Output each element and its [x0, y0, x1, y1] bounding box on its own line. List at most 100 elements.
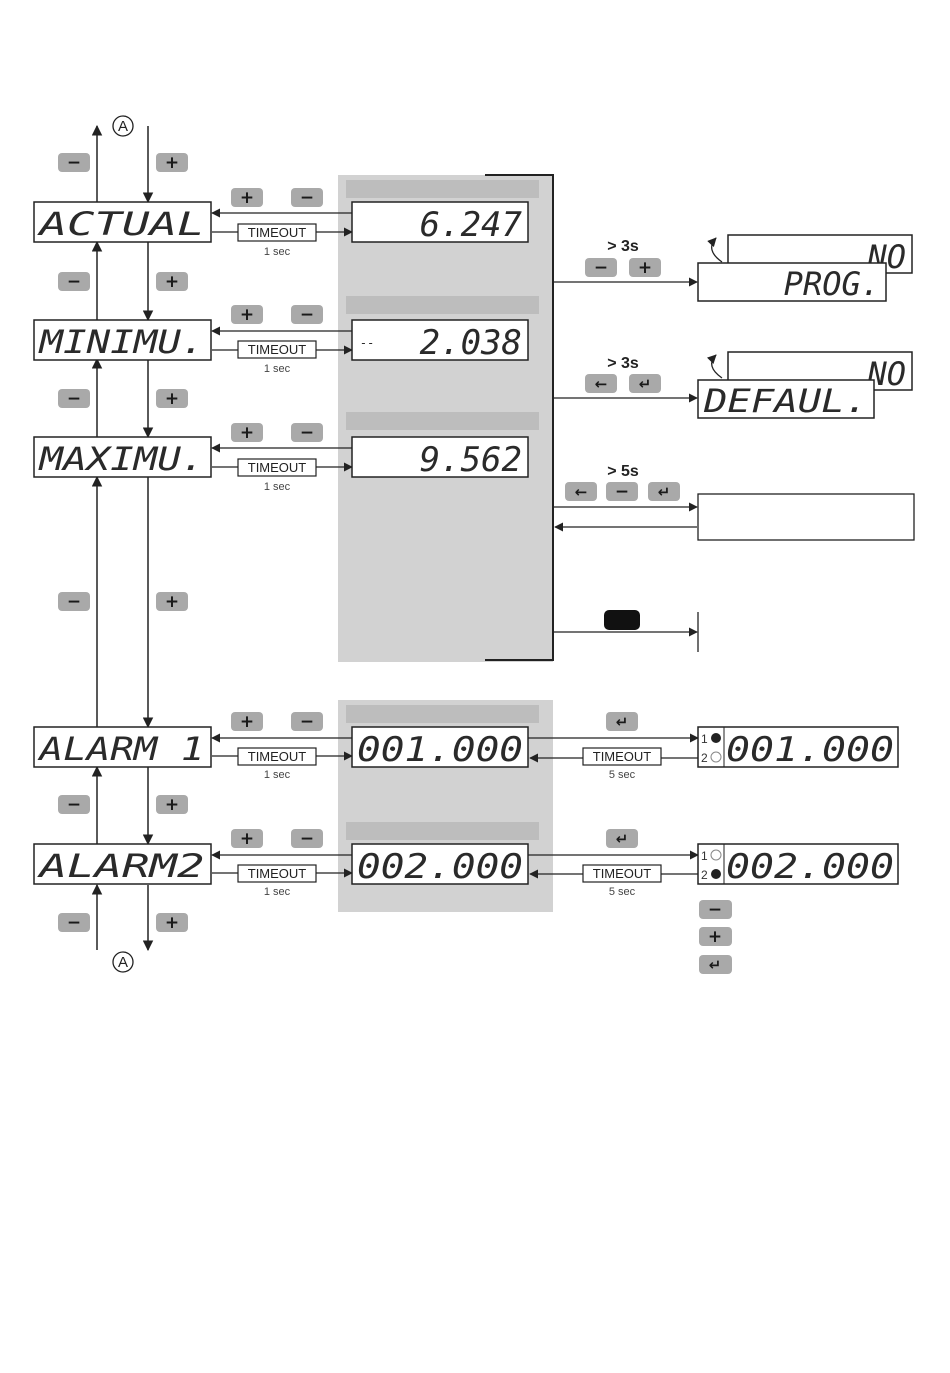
svg-text:−: −: [708, 900, 722, 920]
key-row3-plus[interactable]: +: [231, 423, 263, 443]
key-left-minus-6[interactable]: −: [58, 913, 90, 933]
svg-text:−: −: [615, 482, 629, 502]
key-left-plus-1[interactable]: +: [156, 153, 188, 173]
menu-display-alarm2[interactable]: ALARM2: [33, 843, 212, 885]
key-alarm2-enter[interactable]: ↵: [606, 829, 638, 848]
value-display-alarm1: 001.000: [351, 726, 529, 770]
svg-text:1 sec: 1 sec: [264, 246, 291, 258]
circle-a-bottom-label: A: [118, 954, 128, 971]
svg-text:+: +: [240, 423, 254, 443]
prog-display-front: PROG.: [697, 262, 887, 303]
key-left-minus-4[interactable]: −: [58, 592, 90, 612]
menu-display-maximum[interactable]: MAXIMU.: [33, 436, 212, 478]
svg-text:−: −: [67, 795, 81, 815]
svg-text:+: +: [240, 188, 254, 208]
default-display-front: DEFAUL.: [697, 379, 875, 420]
legend-key-plus[interactable]: +: [699, 927, 732, 947]
alarm1-led2-off-icon: [710, 751, 722, 763]
svg-text:ACTUAL: ACTUAL: [37, 205, 205, 243]
key-row4-plus[interactable]: +: [231, 712, 263, 732]
key-default-left[interactable]: ←: [585, 374, 617, 393]
value-display-alarm2: 002.000: [351, 843, 529, 887]
svg-text:TIMEOUT: TIMEOUT: [248, 225, 307, 240]
svg-text:−: −: [300, 423, 314, 443]
svg-text:+: +: [165, 153, 179, 173]
key-left-minus-5[interactable]: −: [58, 795, 90, 815]
key-5s-minus[interactable]: −: [606, 482, 638, 502]
timeout-row2: TIMEOUT 1 sec: [237, 340, 317, 375]
key-left-minus-2[interactable]: −: [58, 272, 90, 292]
value-display-maximum: 9.562: [351, 436, 529, 480]
svg-text:+: +: [240, 305, 254, 325]
key-left-plus-6[interactable]: +: [156, 913, 188, 933]
svg-text:--: --: [360, 336, 374, 350]
key-left-plus-2[interactable]: +: [156, 272, 188, 292]
key-row2-minus[interactable]: −: [291, 305, 323, 325]
svg-text:↵: ↵: [616, 830, 629, 848]
menu-display-alarm1[interactable]: ALARM 1: [33, 726, 212, 768]
key-black-button[interactable]: [604, 610, 640, 630]
svg-text:←: ←: [595, 375, 608, 393]
key-row5-plus[interactable]: +: [231, 829, 263, 849]
key-prog-plus[interactable]: +: [629, 258, 661, 278]
svg-text:−: −: [300, 188, 314, 208]
circle-a-top: A: [112, 115, 134, 137]
svg-text:1 sec: 1 sec: [264, 886, 291, 898]
svg-text:2.038: 2.038: [420, 323, 522, 363]
svg-text:PROG.: PROG.: [784, 265, 880, 303]
hold-3s-label-prog: > 3s: [607, 238, 639, 255]
svg-text:↵: ↵: [616, 713, 629, 731]
svg-text:−: −: [67, 389, 81, 409]
key-prog-minus[interactable]: −: [585, 258, 617, 278]
key-5s-enter[interactable]: ↵: [648, 482, 680, 501]
key-row2-plus[interactable]: +: [231, 305, 263, 325]
svg-text:+: +: [240, 829, 254, 849]
legend-key-minus[interactable]: −: [699, 900, 732, 920]
key-left-minus-1[interactable]: −: [58, 153, 90, 173]
menu-display-actual[interactable]: ACTUAL: [33, 201, 212, 243]
circle-a-bottom: A: [112, 951, 134, 973]
svg-text:001.000: 001.000: [726, 730, 894, 770]
empty-result-box: [697, 493, 915, 541]
svg-text:−: −: [67, 592, 81, 612]
key-alarm1-enter[interactable]: ↵: [606, 712, 638, 731]
svg-text:5 sec: 5 sec: [609, 886, 636, 898]
svg-text:−: −: [594, 258, 608, 278]
key-left-minus-3[interactable]: −: [58, 389, 90, 409]
svg-text:+: +: [165, 913, 179, 933]
key-default-enter[interactable]: ↵: [629, 374, 661, 393]
svg-text:TIMEOUT: TIMEOUT: [248, 866, 307, 881]
key-5s-left[interactable]: ←: [565, 482, 597, 501]
svg-text:TIMEOUT: TIMEOUT: [248, 749, 307, 764]
alarm2-led2-on-icon: [711, 869, 721, 879]
alarm1-led1-on-icon: [711, 733, 721, 743]
timeout-row3: TIMEOUT 1 sec: [237, 458, 317, 493]
svg-text:+: +: [638, 258, 652, 278]
svg-text:↵: ↵: [658, 483, 671, 501]
key-row5-minus[interactable]: −: [291, 829, 323, 849]
timeout-row5: TIMEOUT 1 sec: [237, 864, 317, 898]
svg-text:−: −: [67, 153, 81, 173]
svg-text:−: −: [300, 829, 314, 849]
svg-text:−: −: [300, 712, 314, 732]
key-row1-minus[interactable]: −: [291, 188, 323, 208]
value-panel-upper: [338, 175, 553, 662]
svg-text:↵: ↵: [709, 956, 722, 974]
legend-key-enter[interactable]: ↵: [699, 955, 732, 974]
row-connectors: [211, 208, 353, 878]
alarm1-edit-display: 1 2 001.000: [697, 726, 899, 770]
key-left-plus-4[interactable]: +: [156, 592, 188, 612]
svg-text:MINIMU.: MINIMU.: [38, 323, 204, 361]
key-row3-minus[interactable]: −: [291, 423, 323, 443]
svg-text:TIMEOUT: TIMEOUT: [248, 342, 307, 357]
key-left-plus-3[interactable]: +: [156, 389, 188, 409]
circle-a-top-label: A: [118, 118, 128, 135]
key-row1-plus[interactable]: +: [231, 188, 263, 208]
key-row4-minus[interactable]: −: [291, 712, 323, 732]
key-left-plus-5[interactable]: +: [156, 795, 188, 815]
svg-text:TIMEOUT: TIMEOUT: [593, 866, 652, 881]
menu-display-minimum[interactable]: MINIMU.: [33, 319, 212, 361]
svg-text:1 sec: 1 sec: [264, 769, 291, 781]
svg-text:MAXIMU.: MAXIMU.: [38, 440, 204, 478]
